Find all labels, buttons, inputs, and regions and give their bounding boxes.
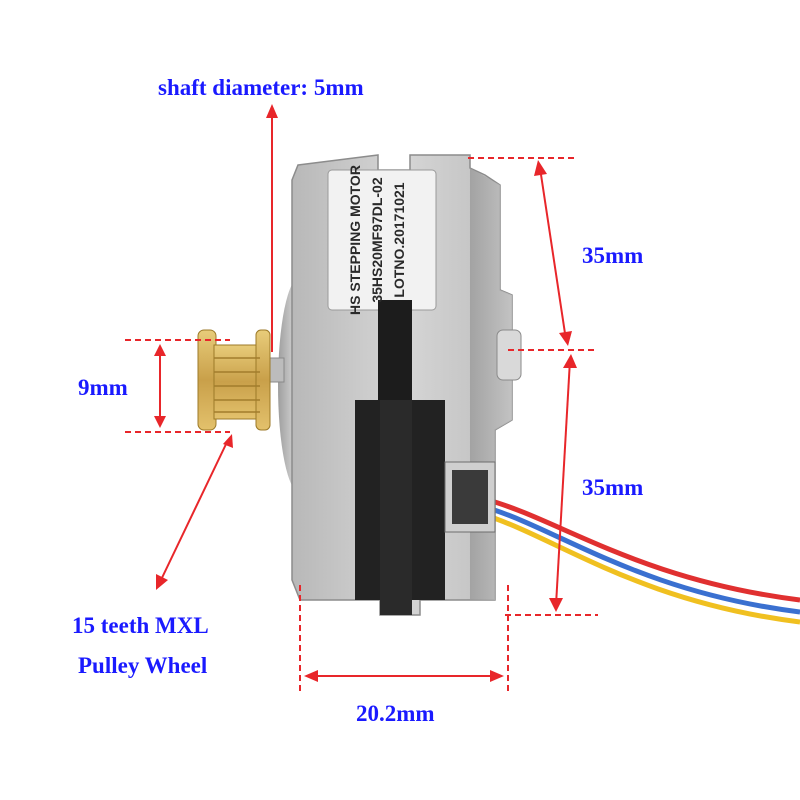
dimension-lines	[125, 112, 598, 692]
motor-body	[291, 154, 522, 616]
dimension-arrowheads	[154, 104, 577, 682]
depth-annotation: 20.2mm	[356, 701, 435, 726]
motor-label-text: HS STEPPING MOTOR 35HS20MF97DL-02 LOTNO.…	[347, 165, 407, 315]
motor-label-line3: LOTNO.20171021	[391, 182, 407, 297]
motor-wires	[487, 497, 800, 625]
motor-label-line2: 35HS20MF97DL-02	[369, 177, 385, 302]
height-top-annotation: 35mm	[582, 243, 644, 268]
motor-label-line1: HS STEPPING MOTOR	[347, 165, 363, 315]
pulley-teeth-annotation: 15 teeth MXL	[72, 613, 209, 638]
shaft-diameter-annotation: shaft diameter: 5mm	[158, 75, 364, 100]
pulley-width-annotation: 9mm	[78, 375, 128, 400]
height-bottom-annotation: 35mm	[582, 475, 644, 500]
pulley-wheel-annotation: Pulley Wheel	[78, 653, 208, 678]
pulley-wheel	[197, 329, 271, 431]
